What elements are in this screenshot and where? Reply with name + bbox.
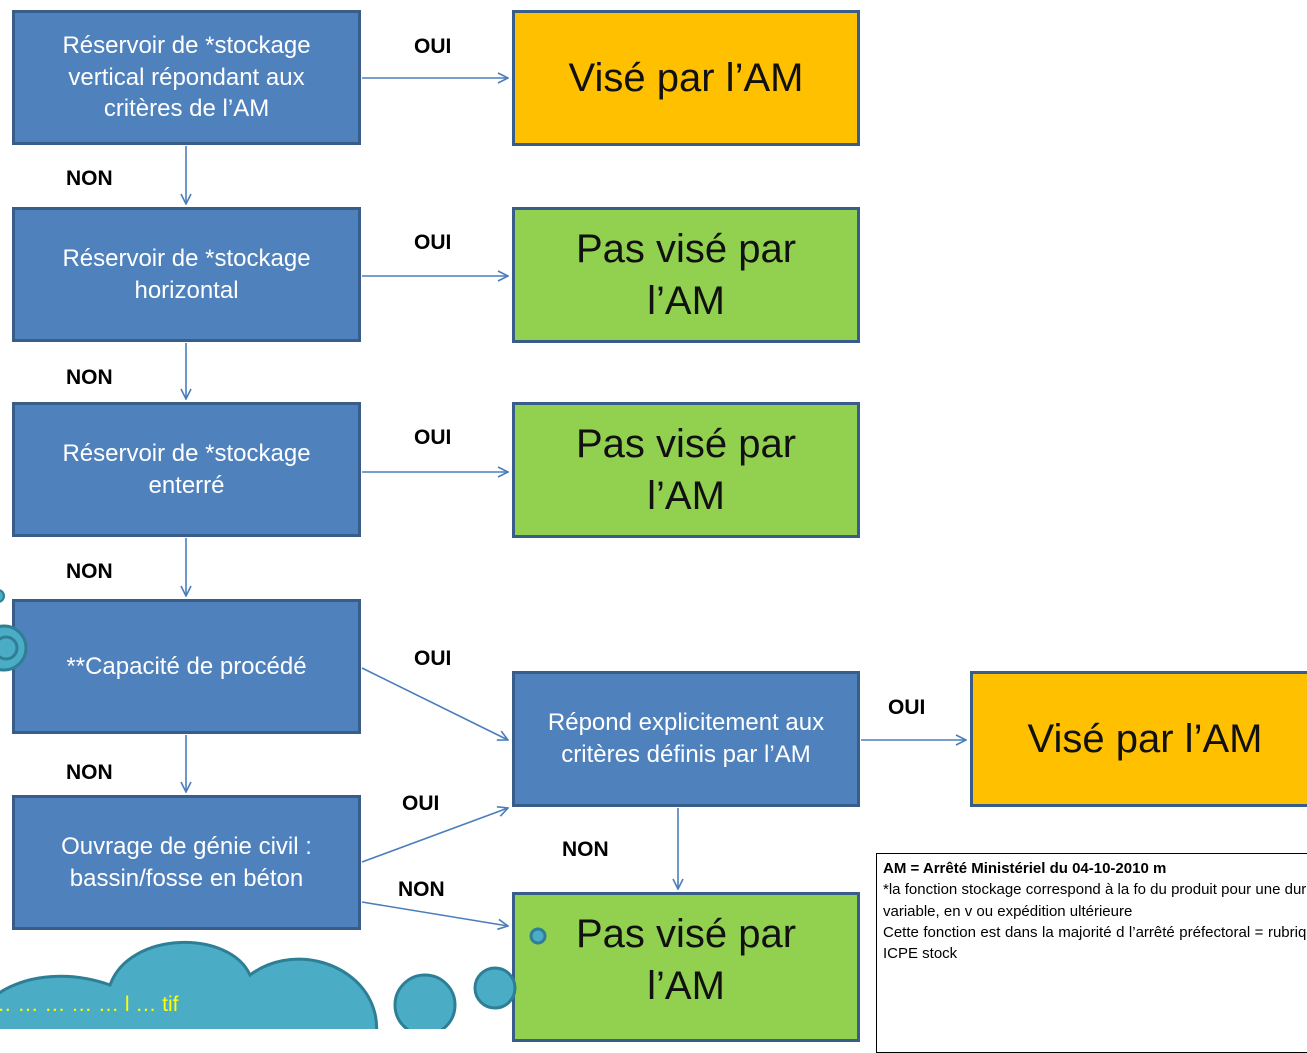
question-meets-criteria-text: Répond explicitement aux critères défini… — [547, 709, 825, 768]
result-not-covered-2: Pas visé par l’AM — [512, 402, 860, 538]
question-horizontal-storage-tank: Réservoir de *stockage horizontal — [12, 207, 361, 342]
question-horizontal-storage-tank-text: Réservoir de *stockage horizontal — [62, 244, 311, 304]
result-not-covered-1-text: Pas visé par l’AM — [575, 227, 797, 323]
result-not-covered-3: Pas visé par l’AM — [512, 892, 860, 1042]
question-meets-criteria: Répond explicitement aux critères défini… — [512, 671, 860, 807]
label-no-2: NON — [66, 366, 113, 389]
cloud-bubble-left-inner — [0, 635, 19, 661]
label-yes-1: OUI — [414, 35, 452, 58]
label-yes-3: OUI — [414, 426, 452, 449]
cloud-bubble-small — [529, 927, 547, 945]
legend-note-text-2: Cette fonction est dans la majorité d l’… — [883, 923, 1307, 963]
question-buried-storage-tank: Réservoir de *stockage enterré — [12, 402, 361, 537]
question-vertical-storage-tank-text: Réservoir de *stockage vertical répondan… — [62, 31, 311, 123]
arrow-q5-to-r5 — [361, 901, 508, 926]
cloud-shape — [0, 940, 379, 1029]
connector-arrows — [0, 0, 1307, 1029]
result-covered-2: Visé par l’AM — [970, 671, 1307, 807]
label-no-1: NON — [66, 167, 113, 190]
legend-note-text: *la fonction stockage correspond à la fo… — [883, 881, 1307, 920]
question-buried-storage-tank-text: Réservoir de *stockage enterré — [62, 439, 311, 499]
result-covered-1: Visé par l’AM — [512, 10, 860, 146]
label-no-3: NON — [66, 560, 113, 583]
label-no-5: NON — [562, 838, 609, 861]
label-no-4: NON — [66, 761, 113, 784]
result-covered-2-text: Visé par l’AM — [1027, 717, 1263, 761]
label-yes-6: OUI — [888, 696, 926, 719]
question-process-capacity-text: **Capacité de procédé — [66, 652, 307, 680]
legend-note-title: AM = Arrêté Ministériel du 04-10-2010 m — [883, 860, 1167, 877]
arrow-q4-to-q6 — [361, 667, 508, 740]
question-civil-engineering-structure: Ouvrage de génie civil : bassin/fosse en… — [12, 795, 361, 930]
result-not-covered-2-text: Pas visé par l’AM — [575, 422, 797, 518]
label-yes-4: OUI — [414, 647, 452, 670]
legend-note: AM = Arrêté Ministériel du 04-10-2010 m … — [876, 853, 1307, 1053]
cloud-bubble-medium — [473, 966, 517, 1010]
label-no-6: NON — [398, 878, 445, 901]
cloud-text: l… … … … … l … tif — [0, 993, 179, 1016]
question-process-capacity: **Capacité de procédé — [12, 599, 361, 734]
question-vertical-storage-tank: Réservoir de *stockage vertical répondan… — [12, 10, 361, 145]
question-civil-engineering-structure-text: Ouvrage de génie civil : bassin/fosse en… — [61, 832, 312, 892]
cloud-bubble-left-top — [0, 589, 5, 603]
result-covered-1-text: Visé par l’AM — [568, 56, 804, 100]
label-yes-2: OUI — [414, 231, 452, 254]
arrow-q5-to-q6 — [361, 808, 508, 863]
result-not-covered-3-text: Pas visé par l’AM — [575, 912, 797, 1008]
result-not-covered-1: Pas visé par l’AM — [512, 207, 860, 343]
label-yes-5: OUI — [402, 792, 440, 815]
cloud-bubble-large — [393, 973, 457, 1029]
thought-cloud — [0, 589, 547, 1029]
